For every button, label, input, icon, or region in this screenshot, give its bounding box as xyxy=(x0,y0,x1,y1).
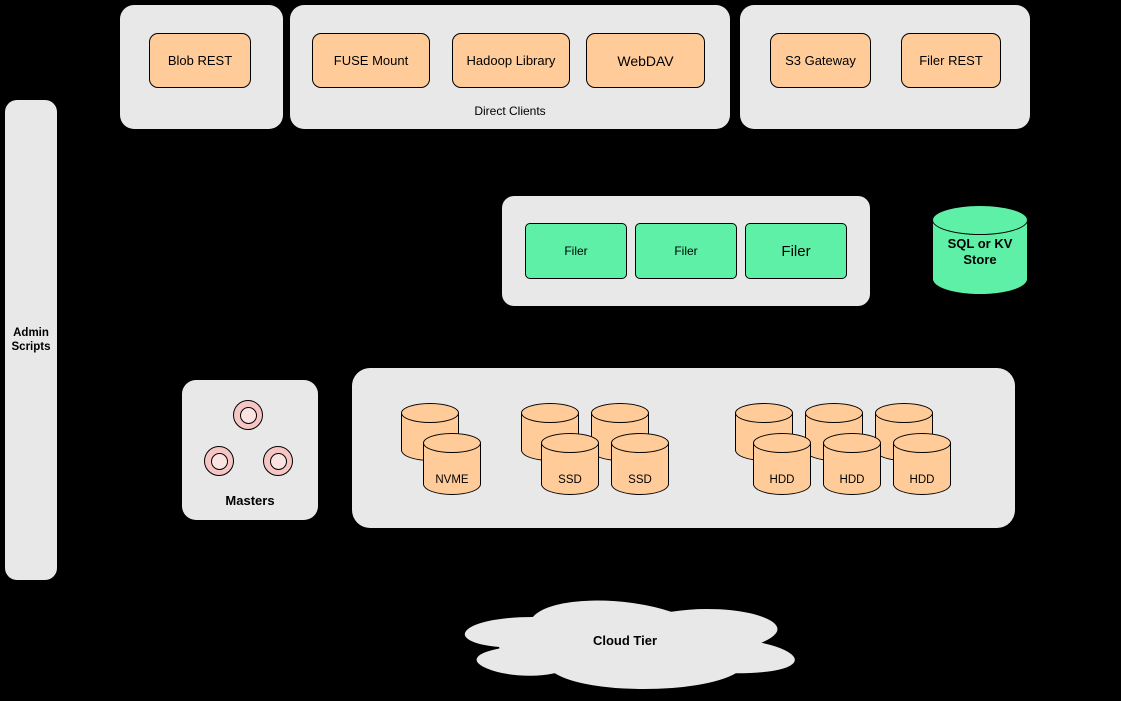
cylinder-cap xyxy=(893,433,951,453)
direct-clients-label: Direct Clients xyxy=(474,104,546,118)
hdd-cylinder-front-1[interactable]: HDD xyxy=(753,433,811,495)
hdd-label-3: HDD xyxy=(909,474,935,486)
admin-scripts-panel xyxy=(5,100,57,580)
master-node-3[interactable] xyxy=(263,446,293,476)
ssd-cylinder-front-1[interactable]: SSD xyxy=(541,433,599,495)
cylinder-cap xyxy=(875,403,933,423)
ssd-cylinder-front-2[interactable]: SSD xyxy=(611,433,669,495)
master-node-core xyxy=(210,452,228,470)
master-node-1[interactable] xyxy=(233,400,263,430)
hdd-label-2: HDD xyxy=(839,474,865,486)
master-node-core xyxy=(269,452,287,470)
ssd-label-2: SSD xyxy=(628,474,652,486)
cylinder-cap xyxy=(521,403,579,423)
cylinder-cap xyxy=(423,433,481,453)
admin-scripts-label: Admin Scripts xyxy=(11,327,51,353)
cloud-tier-shape[interactable] xyxy=(438,588,812,701)
s3-gateway-node[interactable]: S3 Gateway xyxy=(770,33,871,88)
filer-node-2[interactable]: Filer xyxy=(635,223,737,279)
master-node-2[interactable] xyxy=(204,446,234,476)
cylinder-cap xyxy=(735,403,793,423)
blob-rest-node[interactable]: Blob REST xyxy=(149,33,251,88)
cylinder-cap xyxy=(401,403,459,423)
filer-node-1[interactable]: Filer xyxy=(525,223,627,279)
cylinder-cap xyxy=(823,433,881,453)
nvme-label: NVME xyxy=(435,474,469,486)
sql-kv-store-cylinder[interactable]: SQL or KV Store xyxy=(932,205,1028,295)
cloud-tier-label: Cloud Tier xyxy=(592,632,658,648)
fuse-mount-node[interactable]: FUSE Mount xyxy=(312,33,430,88)
sql-kv-store-label: SQL or KV Store xyxy=(947,236,1013,268)
cylinder-cap xyxy=(932,205,1028,235)
cylinder-cap xyxy=(591,403,649,423)
hdd-cylinder-front-2[interactable]: HDD xyxy=(823,433,881,495)
cylinder-cap xyxy=(611,433,669,453)
ssd-label-1: SSD xyxy=(558,474,582,486)
cylinder-cap xyxy=(541,433,599,453)
hdd-label-1: HDD xyxy=(769,474,795,486)
cylinder-cap xyxy=(805,403,863,423)
cylinder-body xyxy=(611,443,669,495)
filer-node-3[interactable]: Filer xyxy=(745,223,847,279)
cylinder-cap xyxy=(753,433,811,453)
cloud-icon xyxy=(463,599,797,691)
filer-rest-node[interactable]: Filer REST xyxy=(901,33,1001,88)
master-node-core xyxy=(239,406,257,424)
hadoop-library-node[interactable]: Hadoop Library xyxy=(452,33,570,88)
masters-label: Masters xyxy=(225,493,275,508)
hdd-cylinder-front-3[interactable]: HDD xyxy=(893,433,951,495)
nvme-cylinder-front[interactable]: NVME xyxy=(423,433,481,495)
webdav-node[interactable]: WebDAV xyxy=(586,33,705,88)
